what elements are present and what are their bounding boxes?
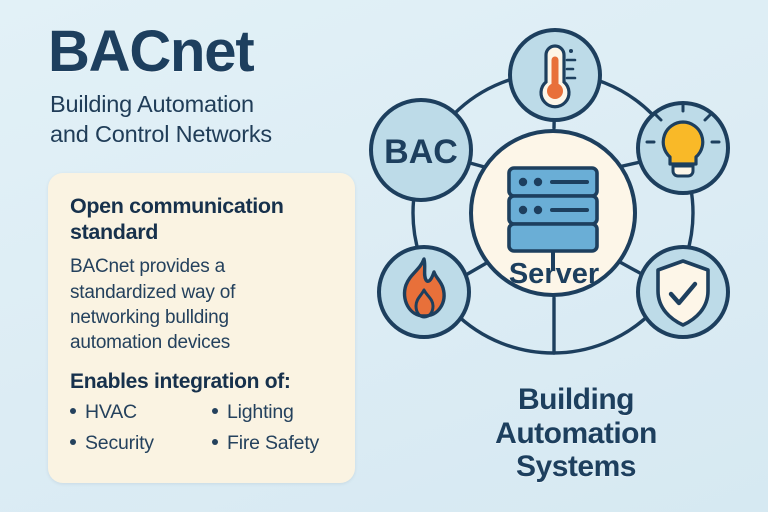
diagram-caption: Building Automation Systems bbox=[396, 383, 756, 484]
list-item-label: Fire Safety bbox=[227, 431, 320, 454]
list-item: Fire Safety bbox=[212, 432, 333, 455]
bullet-dot-icon bbox=[70, 438, 76, 445]
list-item-label: Security bbox=[85, 431, 154, 454]
subtitle-line-2: and Control Networks bbox=[50, 120, 272, 147]
hub-server-node[interactable]: Server bbox=[469, 129, 637, 297]
list-item-label: HVAC bbox=[85, 400, 137, 423]
list-item-label: Lighting bbox=[227, 400, 294, 423]
flame-icon bbox=[402, 257, 446, 319]
node-temperature[interactable] bbox=[508, 28, 602, 122]
card-body-text: BACnet provides a standardized way of ne… bbox=[70, 254, 333, 355]
list-item: HVAC bbox=[70, 401, 212, 424]
node-circle bbox=[369, 98, 473, 202]
node-bac[interactable]: BAC bbox=[369, 98, 473, 202]
card-heading: Open communication standard bbox=[70, 193, 333, 245]
card-heading-line-2: standard bbox=[70, 220, 158, 245]
list-item: Security bbox=[70, 432, 212, 455]
node-lighting[interactable] bbox=[636, 101, 730, 195]
subtitle-line-1: Building Automation bbox=[50, 91, 254, 118]
bullet-dot-icon bbox=[70, 407, 76, 414]
card-body-line-3: networking bullding bbox=[70, 306, 229, 328]
header-block: BACnet Building Automation and Control N… bbox=[48, 22, 368, 149]
info-card: Open communication standard BACnet provi… bbox=[48, 173, 355, 483]
enables-heading: Enables integration of: bbox=[70, 369, 291, 393]
caption-line-3: Systems bbox=[516, 450, 636, 484]
card-body-line-4: automation devices bbox=[70, 332, 231, 354]
server-rack-icon bbox=[507, 166, 599, 270]
lightbulb-icon bbox=[645, 102, 721, 178]
hub-label: Server bbox=[509, 258, 599, 290]
node-security[interactable] bbox=[636, 245, 730, 339]
thermometer-icon bbox=[539, 44, 577, 109]
shield-check-icon bbox=[656, 259, 710, 327]
network-diagram: BAC bbox=[368, 8, 768, 398]
card-body-line-2: standardized way of bbox=[70, 281, 236, 303]
integration-bullet-list: HVAC Lighting Security Fire Safety bbox=[70, 401, 333, 455]
page-subtitle: Building Automation and Control Networks bbox=[50, 90, 368, 149]
node-fire-safety[interactable] bbox=[377, 245, 471, 339]
list-item: Lighting bbox=[212, 401, 333, 424]
bullet-dot-icon bbox=[212, 438, 218, 445]
caption-line-2: Automation bbox=[495, 416, 657, 450]
caption-line-1: Building bbox=[518, 383, 634, 416]
card-heading-line-1: Open communication bbox=[70, 194, 284, 218]
page-title: BACnet bbox=[48, 19, 255, 84]
card-body-line-1: BACnet provides a bbox=[70, 256, 226, 278]
node-label-bac: BAC bbox=[384, 133, 458, 171]
bullet-dot-icon bbox=[212, 407, 218, 414]
